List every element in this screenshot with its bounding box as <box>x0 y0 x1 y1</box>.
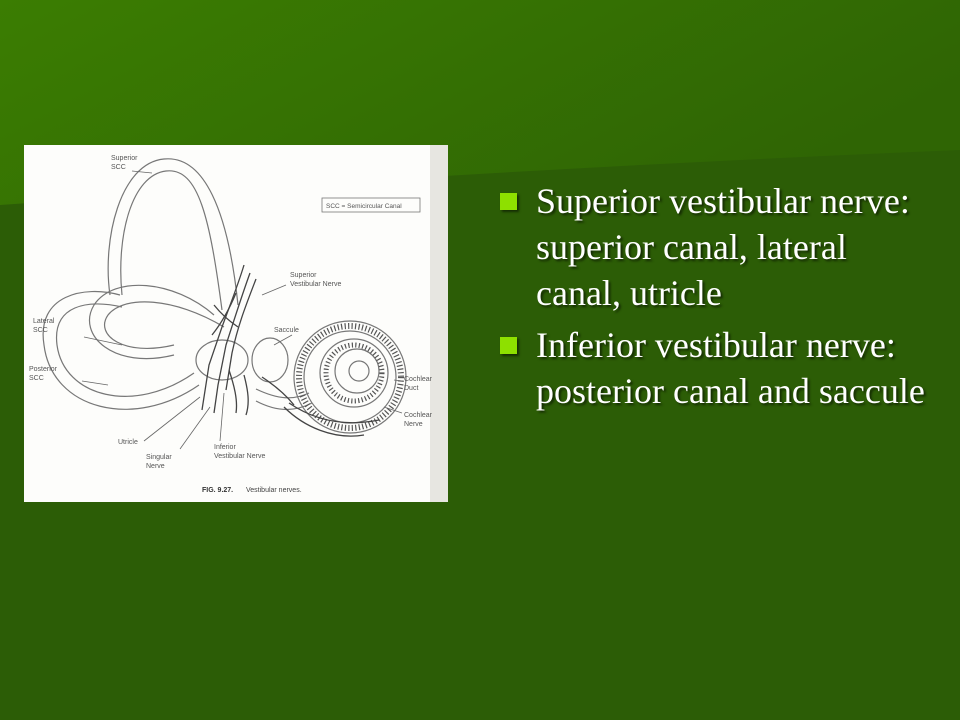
inner-ear-diagram: Superior SCC SCC = Semicircular Canal Su… <box>29 145 448 502</box>
bullet-item-superior: Superior vestibular nerve: superior cana… <box>498 178 938 316</box>
figure-caption-text: Vestibular nerves. <box>246 487 302 494</box>
svg-text:Vestibular nerves.: Vestibular nerves. <box>246 487 302 494</box>
svg-text:Utricle: Utricle <box>118 439 138 446</box>
svg-text:Singular: Singular <box>146 454 172 461</box>
label-saccule: Saccule <box>274 327 299 334</box>
superior-canal-inner <box>107 158 239 306</box>
label-cochlear-nerve-2: Nerve <box>404 421 423 428</box>
svg-text:Duct: Duct <box>404 385 418 392</box>
lateral-canal-outer <box>88 284 215 360</box>
svg-text:Nerve: Nerve <box>404 421 423 428</box>
bullet-text-inferior: Inferior vestibular nerve: posterior can… <box>536 325 925 411</box>
posterior-canal-outer <box>42 290 200 410</box>
label-lateral-scc-2: SCC <box>33 327 48 334</box>
bullet-text-superior: Superior vestibular nerve: superior cana… <box>536 181 910 313</box>
bullet-item-inferior: Inferior vestibular nerve: posterior can… <box>498 322 938 414</box>
legend-box <box>321 197 421 213</box>
svg-text:Cochlear: Cochlear <box>404 376 433 383</box>
svg-text:Inferior: Inferior <box>214 444 236 451</box>
square-bullet-icon <box>500 193 517 210</box>
svg-text:SCC: SCC <box>111 164 126 171</box>
label-posterior-scc-1: Posterior <box>29 366 58 373</box>
label-superior-scc-2: SCC <box>111 164 126 171</box>
bullet-list: Superior vestibular nerve: superior cana… <box>498 178 938 420</box>
svg-text:Saccule: Saccule <box>274 327 299 334</box>
svg-text:Vestibular Nerve: Vestibular Nerve <box>290 281 341 288</box>
utricle-shape <box>195 339 249 381</box>
label-lateral-scc-1: Lateral <box>33 318 55 325</box>
vestibular-nerves-figure: Superior SCC SCC = Semicircular Canal Su… <box>24 145 448 502</box>
label-superior-vestibular-nerve-1: Superior <box>290 272 317 279</box>
label-cochlear-duct-2: Duct <box>404 385 418 392</box>
svg-text:Cochlear: Cochlear <box>404 412 433 419</box>
label-cochlear-duct-1: Cochlear <box>404 376 433 383</box>
posterior-canal-inner <box>56 303 195 397</box>
lateral-canal-inner <box>103 301 225 349</box>
square-bullet-icon <box>500 337 517 354</box>
saccule-shape <box>251 337 289 383</box>
label-singular-nerve-1: Singular <box>146 454 172 461</box>
legend-text: SCC = Semicircular Canal <box>326 203 402 210</box>
superior-canal-outer <box>120 170 223 311</box>
label-inferior-vestibular-nerve-1: Inferior <box>214 444 236 451</box>
svg-text:Lateral: Lateral <box>33 318 55 325</box>
label-cochlear-nerve-1: Cochlear <box>404 412 433 419</box>
label-inferior-vestibular-nerve-2: Vestibular Nerve <box>214 453 265 460</box>
svg-text:FIG. 9.27.: FIG. 9.27. <box>202 487 233 494</box>
svg-text:Superior: Superior <box>290 272 317 279</box>
cochlea-outer <box>293 320 407 434</box>
label-utricle: Utricle <box>118 439 138 446</box>
svg-text:SCC = Semicircular Canal: SCC = Semicircular Canal <box>326 203 402 210</box>
label-superior-vestibular-nerve-2: Vestibular Nerve <box>290 281 341 288</box>
svg-text:Posterior: Posterior <box>29 366 58 373</box>
label-superior-scc-1: Superior <box>111 155 138 162</box>
figure-caption-number: FIG. 9.27. <box>202 487 233 494</box>
svg-text:SCC: SCC <box>33 327 48 334</box>
svg-text:SCC: SCC <box>29 375 44 382</box>
svg-text:Nerve: Nerve <box>146 463 165 470</box>
label-posterior-scc-2: SCC <box>29 375 44 382</box>
label-singular-nerve-2: Nerve <box>146 463 165 470</box>
svg-text:Vestibular Nerve: Vestibular Nerve <box>214 453 265 460</box>
svg-text:Superior: Superior <box>111 155 138 162</box>
